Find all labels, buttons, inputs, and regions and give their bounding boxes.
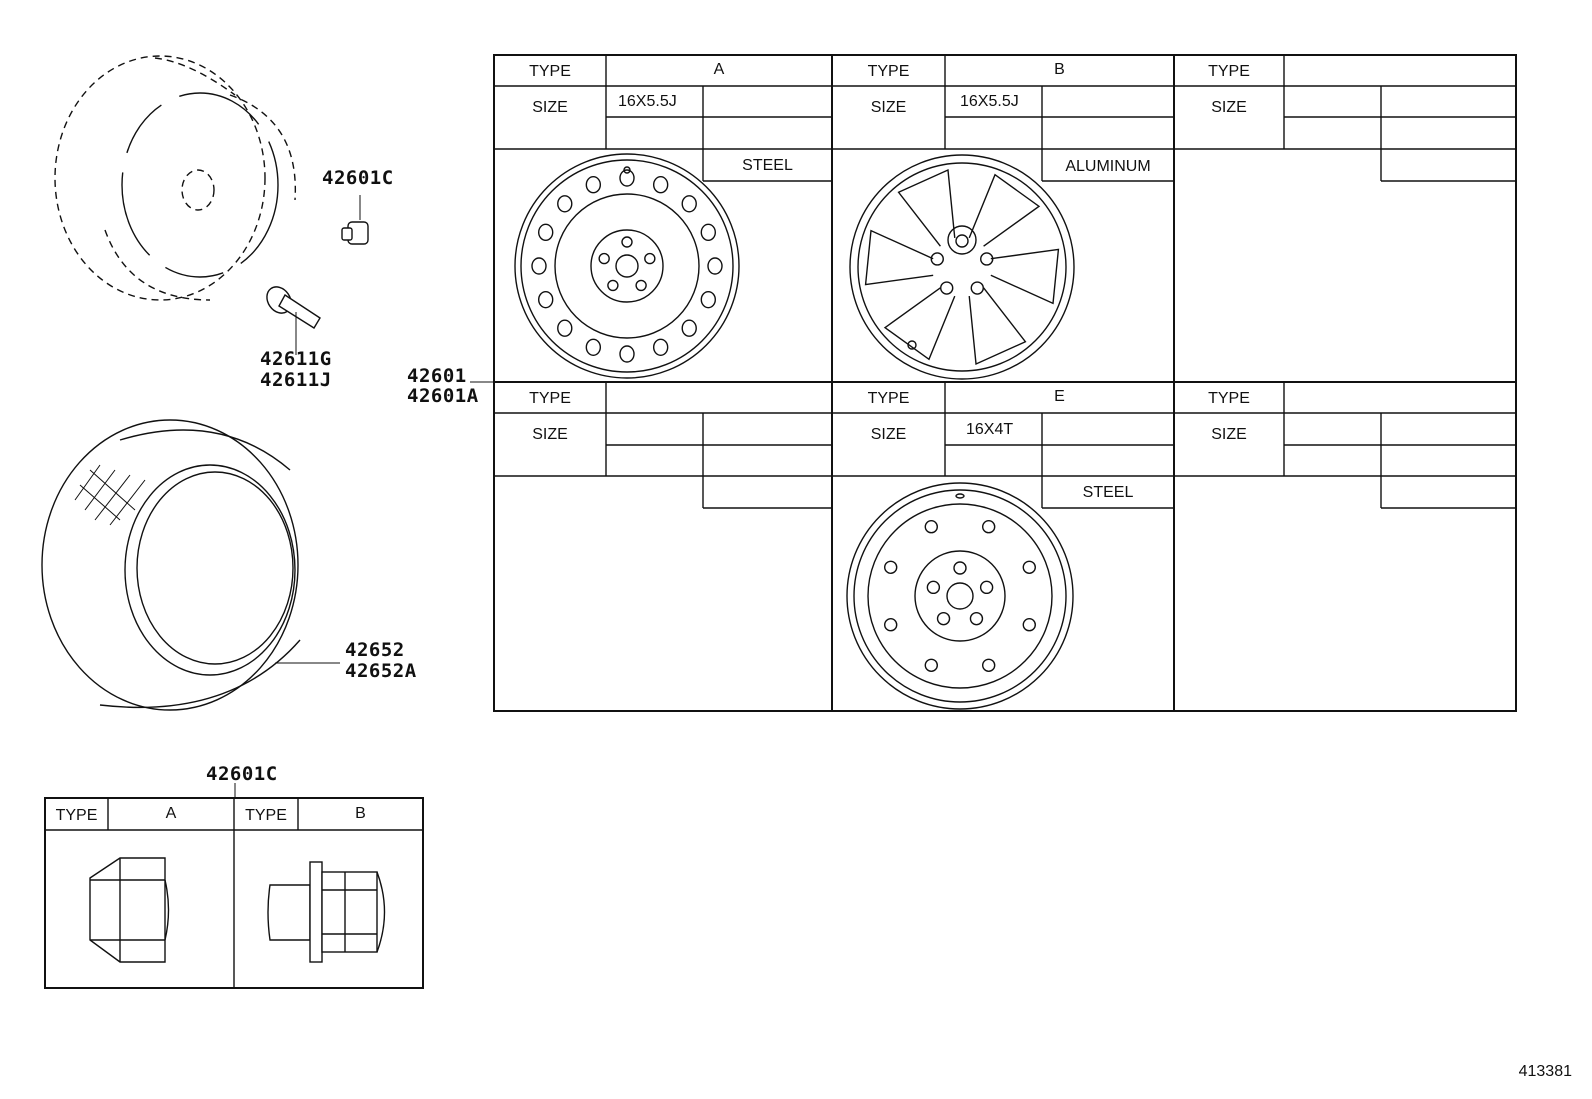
- nut-type-value: B: [355, 805, 366, 822]
- lug-hole: [930, 252, 944, 266]
- type-label: TYPE: [1208, 390, 1250, 407]
- vent-hole: [585, 175, 602, 194]
- lug-hole: [940, 281, 954, 295]
- lug-hole: [970, 281, 984, 295]
- nut-type-value: A: [165, 805, 177, 822]
- lug-hole: [598, 252, 610, 265]
- steel-wheel-e-drawing: [846, 482, 1074, 710]
- lug-hole: [621, 236, 633, 248]
- vent-hole: [537, 290, 554, 309]
- wheel-part-number-1: 42601: [407, 365, 467, 387]
- nut-table-part-number: 42601C: [206, 763, 278, 785]
- spoke-window: [897, 168, 956, 247]
- size-label: SIZE: [870, 99, 907, 116]
- wheel-material-value: STEEL: [742, 157, 793, 174]
- spoke-window: [968, 287, 1027, 366]
- vent-hole: [619, 345, 635, 363]
- lug-hole: [607, 279, 619, 292]
- vent-hole: [700, 290, 717, 309]
- vent-hole: [652, 338, 669, 357]
- lug-hole: [980, 252, 994, 266]
- steel-wheel-a-drawing: [514, 153, 740, 379]
- lug-hole: [936, 611, 951, 626]
- valve-stem-drawing: [266, 286, 321, 355]
- spoke-window: [990, 248, 1060, 305]
- wheel-type-value: E: [1054, 388, 1065, 405]
- alloy-wheel-b-drawing: [849, 154, 1075, 380]
- spoke-window: [883, 287, 956, 361]
- lug-hole: [926, 580, 941, 595]
- wheel-outline-drawing: [54, 55, 297, 301]
- valve-part-number-1: 42611G: [260, 348, 332, 370]
- spoke-window: [968, 173, 1041, 247]
- wheel-size-value: 16X4T: [966, 421, 1014, 438]
- wheel-table-grid: [493, 54, 1517, 712]
- size-label: SIZE: [532, 426, 568, 443]
- type-label: TYPE: [867, 63, 910, 80]
- tire-drawing: [41, 419, 340, 711]
- tire-part-number-1: 42652: [345, 639, 405, 661]
- wheel-material-value: STEEL: [1082, 484, 1134, 501]
- vent-hole: [619, 169, 635, 187]
- nut-type-label: TYPE: [55, 807, 98, 824]
- type-label: TYPE: [867, 390, 910, 407]
- vent-hole: [700, 223, 717, 242]
- vent-hole: [681, 319, 697, 337]
- type-label: TYPE: [529, 390, 571, 407]
- wheel-size-value: 16X5.5J: [960, 93, 1019, 110]
- nut-type-b-drawing: [267, 861, 386, 963]
- tire-part-number-2: 42652A: [345, 660, 417, 682]
- spoke-window: [864, 229, 934, 286]
- wheel-part-number-2: 42601A: [407, 385, 479, 407]
- vent-hole: [707, 257, 723, 275]
- lug-nut-small-drawing: [341, 195, 369, 245]
- lug-hole: [955, 234, 969, 248]
- vent-hole: [652, 175, 669, 194]
- rim-tab: [924, 520, 938, 534]
- nut-type-a-drawing: [89, 857, 170, 963]
- vent-hole: [537, 223, 554, 242]
- figure-id: 413381: [1518, 1063, 1572, 1080]
- lug-hole: [635, 279, 647, 292]
- lug-nut-part-number: 42601C: [322, 167, 394, 189]
- type-label: TYPE: [1208, 63, 1250, 80]
- nut-type-label: TYPE: [245, 807, 287, 824]
- type-label: TYPE: [529, 63, 571, 80]
- nut-table-grid: [44, 783, 424, 989]
- rim-tab: [884, 618, 898, 632]
- rim-tab: [924, 658, 938, 672]
- rim-tab: [982, 520, 996, 534]
- vent-hole: [585, 338, 602, 357]
- rim-tab: [982, 658, 996, 672]
- size-label: SIZE: [1211, 426, 1247, 443]
- wheel-type-value: B: [1054, 61, 1065, 78]
- lug-hole: [644, 252, 656, 265]
- lug-hole: [969, 611, 984, 626]
- vent-hole: [681, 195, 697, 213]
- valve-part-number-2: 42611J: [260, 369, 332, 391]
- lug-hole: [979, 580, 994, 595]
- size-label: SIZE: [532, 99, 568, 116]
- vent-hole: [531, 257, 547, 275]
- rim-tab: [1022, 618, 1036, 632]
- rim-tab: [884, 560, 898, 574]
- wheel-size-value: 16X5.5J: [618, 93, 677, 110]
- wheel-type-value: A: [713, 61, 725, 78]
- size-label: SIZE: [1211, 99, 1247, 116]
- lug-hole: [953, 561, 967, 575]
- wheel-material-value: ALUMINUM: [1065, 158, 1151, 175]
- rim-tab: [1022, 560, 1036, 574]
- vent-hole: [557, 195, 573, 213]
- vent-hole: [557, 319, 573, 337]
- size-label: SIZE: [870, 426, 907, 443]
